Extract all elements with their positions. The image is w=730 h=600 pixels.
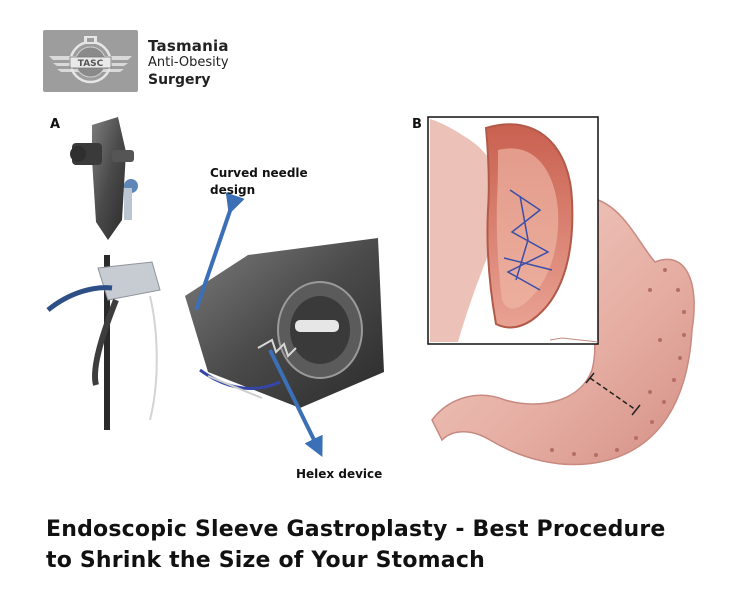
caption-line-1: Endoscopic Sleeve Gastroplasty - Best Pr… xyxy=(46,517,666,542)
page-caption: Endoscopic Sleeve Gastroplasty - Best Pr… xyxy=(46,514,706,576)
helix-annotation: Helex device xyxy=(296,467,383,481)
needle-annotation-line-2: design xyxy=(210,183,256,197)
needle-annotation-line-1: Curved needle xyxy=(210,166,308,180)
svg-text:TASC: TASC xyxy=(78,59,104,69)
needle-annotation: Curved needle design xyxy=(210,165,308,199)
stomach-illustration xyxy=(427,116,695,466)
medical-figure xyxy=(46,116,695,466)
logo-line-2: Anti-Obesity xyxy=(148,55,229,70)
winged-emblem-icon: TASC xyxy=(49,36,132,84)
panel-a-label: A xyxy=(50,117,61,132)
logo-wordmark: Tasmania Anti-Obesity Surgery xyxy=(148,38,229,88)
caption-line-2: to Shrink the Size of Your Stomach xyxy=(46,548,485,573)
logo-line-1: Tasmania xyxy=(148,37,229,55)
logo-line-3: Surgery xyxy=(148,72,211,88)
logo-emblem: TASC xyxy=(43,30,138,92)
panel-b-label: B xyxy=(412,117,422,132)
endoscope-illustration xyxy=(46,117,384,457)
